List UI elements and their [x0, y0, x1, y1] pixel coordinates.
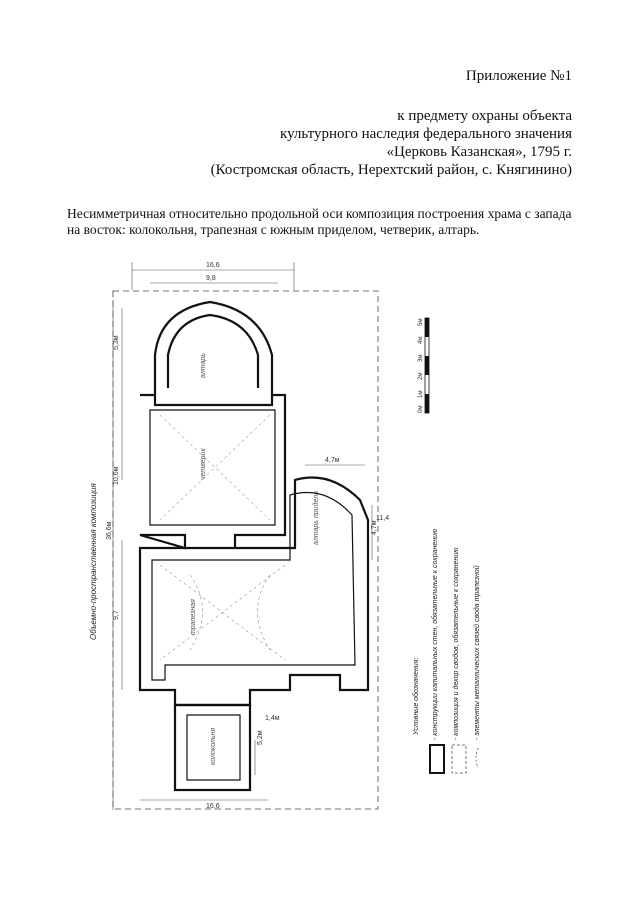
refectory-wall [138, 476, 370, 707]
legend-title: Условные обозначения: [412, 658, 420, 736]
apse-inner [166, 313, 260, 388]
dim-label: 4,7м [325, 457, 340, 464]
bell-tower-wall [173, 703, 252, 792]
subject-line-1: к предмету охраны объекта [397, 108, 572, 124]
subject-line-3: «Церковь Казанская», 1795 г. [386, 144, 572, 160]
dim-label: 5,3м [113, 335, 120, 350]
room-label: колокольня [210, 728, 217, 765]
dim-label: 36,6м [106, 521, 113, 540]
dimension-labels: 16,6 9,8 5,3м 10,6м 36,6м 9,7 4,7м 11,4 … [106, 262, 389, 810]
refectory-inner [151, 491, 356, 681]
dim-label: 16,6 [206, 262, 220, 269]
legend-item-ties: - элементы металлических связей свода тр… [473, 565, 481, 740]
scale-label: 3м [418, 355, 424, 362]
dim-label: 1,4м [265, 715, 280, 722]
room-label: алтарь придела [312, 491, 320, 545]
scale-label: 1м [418, 391, 424, 398]
legend: Условные обозначения: - конструкции капи… [412, 528, 481, 774]
dim-label: 11,4 [376, 515, 389, 522]
legend-swatch-vaults [451, 744, 467, 774]
legend-item-vaults: - композиция и декор сводов, обязательны… [452, 547, 460, 740]
room-label: трапезная [190, 599, 197, 635]
dim-label: 4,7м [371, 520, 378, 535]
dim-label: 5,2м [257, 730, 264, 745]
scale-label: 4м [418, 337, 424, 344]
legend-swatch-ties [475, 747, 479, 769]
composition-description: Несимметричная относительно продольной о… [67, 206, 572, 237]
dim-label: 10,6м [113, 466, 120, 485]
vault-lines [159, 414, 286, 661]
scale-label: 0м [418, 406, 424, 413]
room-label: четверик [200, 448, 207, 480]
dim-label: 9,8 [206, 275, 216, 282]
scale-label: 2м [418, 373, 424, 380]
scale-label: 5м [418, 319, 424, 326]
dim-label: 9,7 [113, 610, 120, 620]
scale-bar: 0м 1м 2м 3м 4м 5м [418, 317, 430, 414]
composition-side-label: Объемно-пространственная композиция [89, 483, 98, 640]
dimension-lines [112, 262, 373, 810]
apse-wall [153, 300, 274, 395]
quadrangle-wall [139, 393, 287, 550]
bell-tower-inner [186, 714, 241, 781]
room-label: алтарь [200, 353, 207, 378]
legend-swatch-walls [429, 744, 445, 774]
quadrangle-inner [149, 409, 276, 526]
dim-label: 16,6 [206, 803, 220, 810]
subject-line-2: культурного наследия федерального значен… [280, 126, 572, 142]
church-walls [138, 300, 370, 792]
legend-item-walls: - конструкции капитальных стен, обязател… [431, 528, 439, 740]
subject-line-4: (Костромская область, Нерехтский район, … [210, 162, 572, 178]
appendix-title: Приложение №1 [465, 68, 572, 84]
composition-frame [112, 290, 379, 810]
room-labels: алтарь четверик трапезная алтарь придела… [190, 353, 320, 765]
